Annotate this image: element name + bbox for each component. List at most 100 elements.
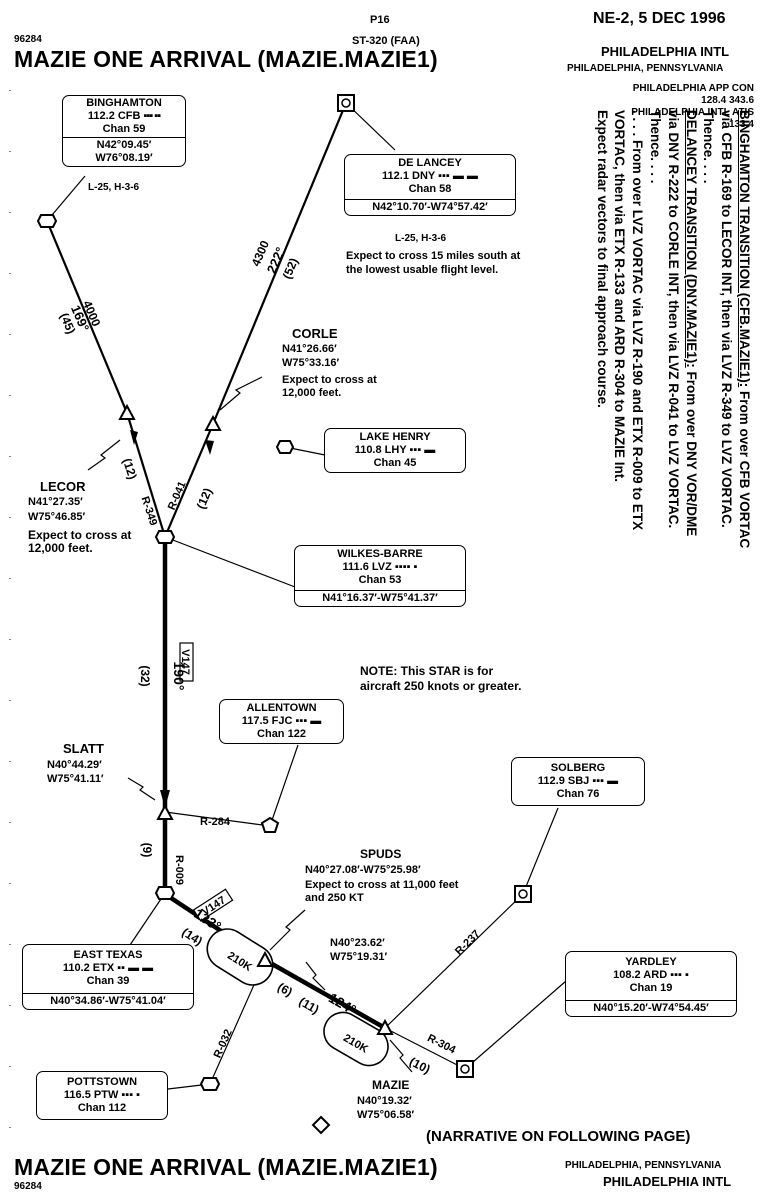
fjc-callout: [269, 744, 299, 827]
sbj-radial: [384, 893, 524, 1029]
ptw-freq: 116.5 PTW: [63, 1089, 119, 1101]
sbj-freq: 112.9 SBJ: [537, 775, 590, 787]
corle-leg: [163, 423, 215, 538]
dny-freq: 112.1 DNY: [382, 170, 436, 182]
lvz-dist: (32): [138, 665, 152, 686]
ptw-chan: Chan 112: [77, 1102, 127, 1114]
sbj-vordme-icon: [514, 885, 532, 903]
ptw-vortac-icon: [199, 1077, 221, 1091]
etx-freq: 110.2 ETX: [62, 962, 115, 974]
lecor-leader: [87, 439, 121, 471]
mazie-dist: (10): [407, 1054, 432, 1076]
arrow-cfb: [130, 430, 138, 445]
etx-coords: N40°34.86′-W75°41.04′: [23, 993, 193, 1009]
sbj-callout: [522, 807, 559, 895]
corle-lon: W75°33.16′: [282, 357, 340, 369]
narr-vectors: Expect radar vectors to final approach c…: [594, 110, 610, 408]
lecor-dist: (12): [120, 456, 140, 481]
lvz-coords: N41°16.37′-W75°41.37′: [295, 590, 465, 606]
slatt-lon: W75°41.11′: [47, 773, 104, 785]
corle-dist: (12): [194, 486, 215, 511]
yardley-box: YARDLEY 108.2 ARD ▪▪▪ ▪ Chan 19 N40°15.2…: [565, 951, 737, 1017]
cfb-lat: N42°09.45′: [96, 139, 152, 151]
airport-icon: [311, 1115, 331, 1135]
fjc-freq: 117.5 FJC: [241, 715, 293, 727]
unnamed-lat: N40°23.62′: [330, 937, 385, 949]
ard-vordme-icon: [456, 1060, 474, 1078]
unnamed-leader: [305, 961, 326, 991]
etx-radial: R-009: [173, 855, 185, 885]
ard-radial: [384, 1027, 466, 1070]
narr-lvz: . . . . From over LVZ VORTAC via LVZ R-1…: [612, 110, 646, 531]
dny-leg: [211, 102, 348, 425]
slatt-fix-icon: [156, 803, 174, 820]
airport-name: PHILADELPHIA INTL: [601, 44, 730, 59]
atis-freq: 133.4: [728, 119, 754, 130]
cfb-name: BINGHAMTON: [86, 97, 162, 109]
corle-name: CORLE: [292, 326, 338, 341]
unnamed-lon: W75°19.31′: [330, 951, 388, 963]
footer-city: PHILADELPHIA, PENNSYLVANIA: [565, 1160, 722, 1171]
sbj-name: SOLBERG: [550, 762, 606, 774]
cfb-chan: Chan 59: [102, 123, 146, 135]
app-freq: 128.4 343.6: [701, 95, 754, 106]
dny-note: Expect to cross 15 miles south at the lo…: [346, 250, 521, 276]
mazie-fix-icon: [376, 1018, 394, 1035]
lvz-callout: [164, 536, 296, 588]
sbj-radial-label: R-237: [453, 928, 483, 958]
lvz-freq: 111.6 LVZ: [342, 561, 392, 573]
narr-dny-head: DELANCEY TRANSITION (DNY.MAZIE1):: [683, 110, 699, 368]
spuds-leader: [269, 909, 306, 951]
fjc-name: ALLENTOWN: [246, 702, 317, 714]
cfb-lon: W76°08.19′: [95, 152, 153, 164]
spuds-name: SPUDS: [360, 847, 402, 861]
mazie-lon: W75°06.58′: [357, 1109, 415, 1121]
allentown-box: ALLENTOWN 117.5 FJC ▪▪▪ ▬ Chan 122: [219, 699, 344, 744]
cfb-callout: [46, 175, 86, 222]
lecor-lat: N41°27.35′: [28, 496, 83, 508]
lecor-lon: W75°46.85′: [28, 511, 86, 523]
narrative-panel: BINGHAMTON TRANSITION (CFB.MAZIE1): From…: [595, 110, 753, 550]
speed-oval-1: [206, 928, 274, 986]
lvz-chan: Chan 53: [358, 574, 402, 586]
wilkesbarre-box: WILKES-BARRE 111.6 LVZ ▪▪▪▪ ▪ Chan 53 N4…: [294, 545, 466, 607]
dny-charts: L-25, H-3-6: [395, 233, 447, 244]
solberg-box: SOLBERG 112.9 SBJ ▪▪▪ ▬ Chan 76: [511, 757, 645, 806]
mazie-leader: [389, 1039, 413, 1073]
binghamton-box: BINGHAMTON 112.2 CFB ▪▪▪ ▪▪ Chan 59 N42°…: [62, 95, 186, 167]
lvz-name: WILKES-BARRE: [337, 548, 423, 560]
lakehenry-box: LAKE HENRY 110.8 LHY ▪▪▪ ▬ Chan 45: [324, 428, 466, 473]
star-note: NOTE: This STAR is for aircraft 250 knot…: [360, 664, 522, 693]
ard-callout: [464, 980, 567, 1070]
slatt-lat: N40°44.29′: [47, 759, 102, 771]
lhy-vortac-icon: [275, 440, 295, 454]
doc-code: 96284: [14, 34, 42, 45]
chart-number: P16: [370, 14, 390, 26]
etx-callout: [129, 892, 166, 946]
ard-freq: 108.2 ARD: [613, 969, 668, 981]
corle-lat: N41°26.66′: [282, 343, 337, 355]
lecor-fix-icon: [118, 403, 136, 420]
ard-coords: N40°15.20′-W74°54.45′: [566, 1000, 736, 1016]
spuds-coords: N40°27.08′-W75°25.98′: [305, 864, 421, 876]
fjc-radial-label: R-284: [200, 816, 231, 828]
app-label: PHILADELPHIA APP CON: [632, 83, 754, 94]
easttexas-box: EAST TEXAS 110.2 ETX ▪▪ ▬ ▬ Chan 39 N40°…: [22, 944, 194, 1010]
corle-leader: [219, 376, 263, 411]
etx-vortac-icon: [154, 886, 176, 900]
lhy-name: LAKE HENRY: [359, 431, 431, 443]
delancey-box: DE LANCEY 112.1 DNY ▪▪▪ ▬ ▬ Chan 58 N42°…: [344, 154, 516, 216]
cfb-freq: 112.2 CFB: [87, 110, 141, 122]
etx-chan: Chan 39: [86, 975, 130, 987]
st-code: ST-320 (FAA): [352, 35, 420, 47]
slatt-leader: [127, 777, 156, 801]
spuds-dist: (6): [275, 980, 295, 999]
lecor-radial: R-349: [139, 495, 160, 527]
lvz-vortac-icon: [154, 530, 176, 544]
ard-name: YARDLEY: [625, 956, 677, 968]
corle-fix-icon: [204, 414, 222, 431]
lecor-name: LECOR: [40, 479, 86, 494]
ard-radial-label: R-304: [425, 1032, 458, 1057]
spuds-note: Expect to cross at 11,000 feet and 250 K…: [305, 879, 459, 904]
